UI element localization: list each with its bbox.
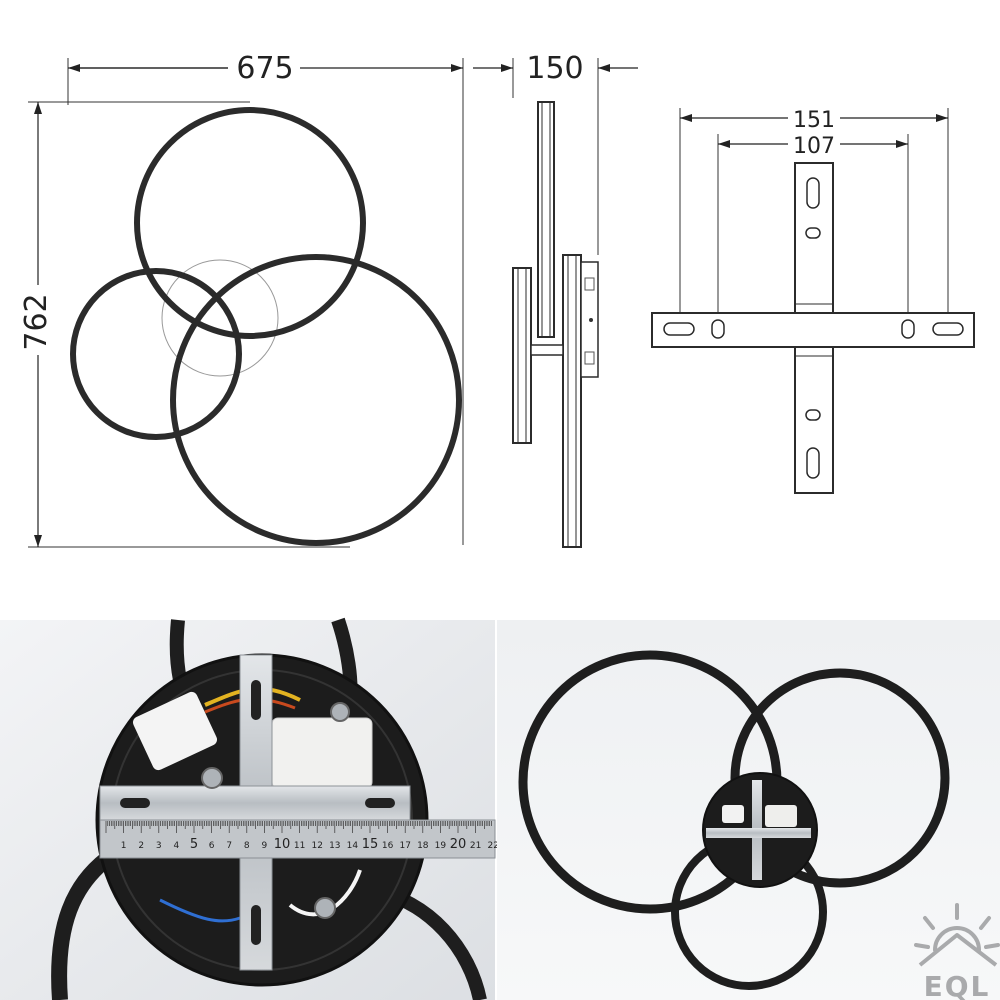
side-depth-label: 150	[526, 51, 583, 86]
ruler-number: 20	[450, 837, 467, 852]
photo-nut-2	[314, 897, 336, 919]
front-height-arrow-bottom	[34, 535, 42, 547]
photo-lamp-bracket-h	[706, 828, 811, 838]
side-view-drawing: 150	[473, 51, 638, 548]
side-connector	[530, 344, 564, 356]
house-icon	[918, 933, 998, 967]
photo-bracket-slot-3	[120, 798, 150, 808]
ruler-ticks	[105, 821, 492, 833]
photo-lamp-terminal	[722, 805, 744, 823]
ruler-number: 5	[190, 837, 198, 852]
photo-nut-3	[330, 702, 350, 722]
bracket-slot-bottom-small	[805, 409, 821, 421]
photo-driver-box	[271, 717, 373, 789]
photo-bracket-slot-4	[365, 798, 395, 808]
ruler-number: 17	[399, 841, 410, 851]
ruler-number: 9	[262, 841, 268, 851]
bracket-drawing: 151 107	[651, 108, 975, 494]
ruler-number: 7	[226, 841, 232, 851]
side-ring-left	[512, 267, 532, 444]
ring-top	[134, 107, 366, 339]
ruler-number: 6	[209, 841, 215, 851]
bracket-slot-top-small	[805, 227, 821, 239]
bracket-slot-right-inner	[901, 319, 915, 339]
photo-terminal-block	[132, 691, 218, 771]
photo-bracket-horizontal	[99, 785, 411, 821]
side-ring-back	[537, 101, 555, 338]
bracket-slot-left	[663, 322, 695, 336]
ruler-number: 21	[470, 841, 481, 851]
ruler-number: 3	[156, 841, 162, 851]
photo-bracket-slot-2	[251, 905, 261, 945]
side-canopy-detail-top	[584, 277, 595, 291]
front-height-label: 762	[19, 293, 54, 350]
ring-large	[170, 254, 462, 546]
bracket-horizontal-bar	[651, 312, 975, 348]
measuring-ruler	[99, 819, 496, 859]
ruler-number: 19	[435, 841, 447, 851]
ruler-number: 4	[174, 841, 180, 851]
ruler-number: 11	[294, 841, 305, 851]
ruler-number: 13	[329, 841, 340, 851]
bracket-inner-arrow-right	[896, 140, 908, 148]
logo-text: EQL	[924, 970, 991, 1000]
ruler-number: 14	[347, 841, 359, 851]
ruler-number: 12	[311, 841, 322, 851]
front-view-drawing: 675 762	[19, 51, 464, 548]
photo-lamp-assembled	[497, 620, 1000, 1000]
front-width-label: 675	[236, 51, 293, 86]
side-ring-left-inner	[517, 267, 527, 444]
bracket-slot-right	[932, 322, 964, 336]
front-width-arrow-right	[451, 64, 463, 72]
ruler-number: 16	[382, 841, 394, 851]
bracket-slot-left-inner	[711, 319, 725, 339]
photo-nut-1	[201, 767, 223, 789]
photo-lamp-driver	[765, 805, 797, 827]
bracket-outer-label: 151	[793, 108, 835, 133]
photo-wire-blue	[159, 898, 241, 923]
bracket-slot-bottom	[806, 447, 820, 479]
side-canopy-detail-bottom	[584, 351, 595, 365]
side-depth-arrow-left	[501, 64, 513, 72]
ruler-number: 1	[121, 841, 127, 851]
bracket-slot-top	[806, 177, 820, 209]
photo-bracket-slot-1	[251, 680, 261, 720]
side-ring-back-inner	[541, 101, 551, 338]
front-height-arrow-top	[34, 102, 42, 114]
bracket-inner-arrow-left	[718, 140, 730, 148]
ruler-number: 22	[487, 841, 498, 851]
sun-icon	[914, 903, 1000, 952]
bracket-inner-label: 107	[793, 134, 835, 159]
ruler-number: 10	[274, 837, 291, 852]
bracket-outer-arrow-left	[680, 114, 692, 122]
side-ring-front-inner	[567, 254, 577, 548]
eql-logo: EQL	[914, 903, 1000, 1000]
ring-small-left	[70, 268, 242, 440]
side-depth-arrow-right	[598, 64, 610, 72]
ruler-number: 15	[362, 837, 379, 852]
ruler-number: 2	[138, 841, 144, 851]
side-ring-front	[562, 254, 582, 548]
ruler-number: 18	[417, 841, 429, 851]
mount-plate-outline	[161, 259, 279, 377]
side-canopy-screw	[589, 318, 593, 322]
photo-ring-arc-top-left	[169, 619, 187, 682]
bracket-outer-arrow-right	[936, 114, 948, 122]
ruler-number: 8	[244, 841, 250, 851]
